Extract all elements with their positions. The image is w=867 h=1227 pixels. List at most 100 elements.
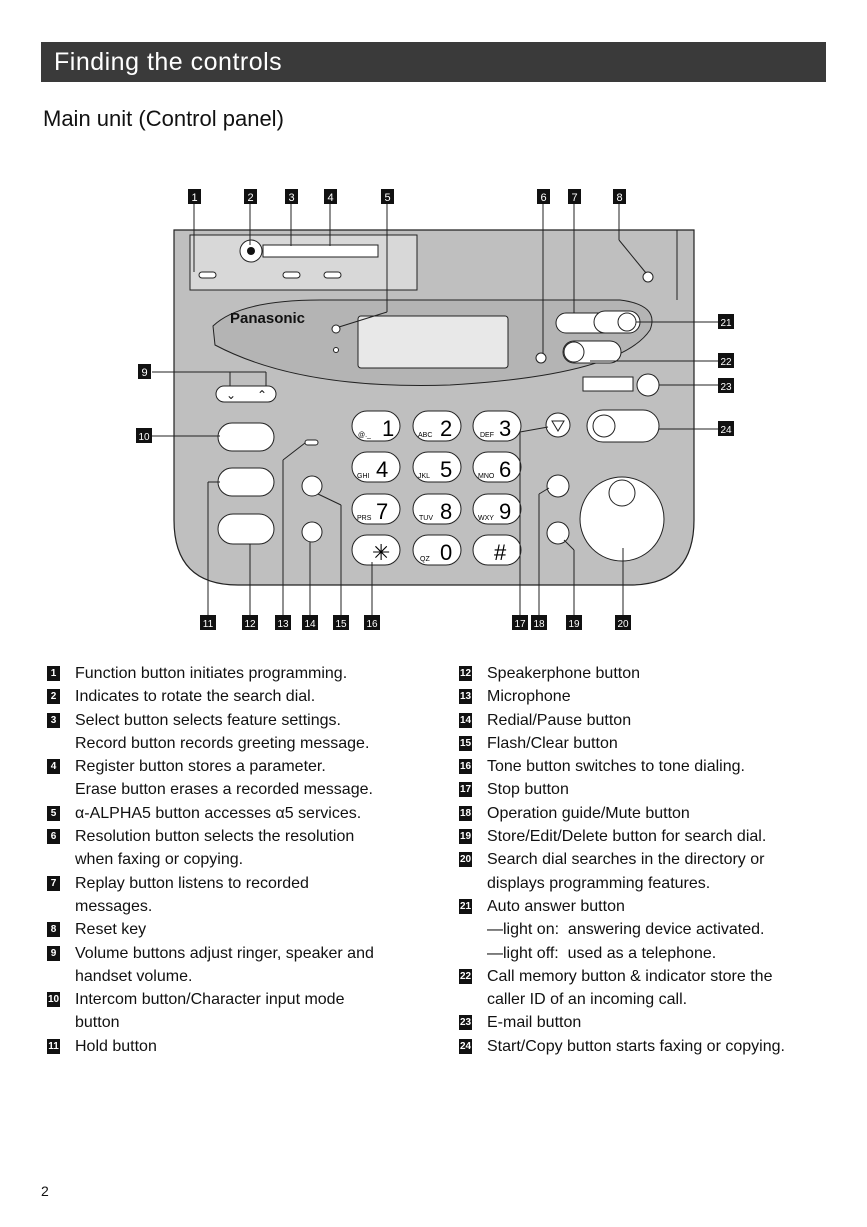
legend-line: Replay button listens to recorded bbox=[75, 874, 309, 892]
legend-item: 22 Call memory button & indicator store t… bbox=[459, 965, 839, 1012]
section-title: Main unit (Control panel) bbox=[43, 106, 284, 131]
register-button bbox=[323, 271, 342, 279]
function-button bbox=[198, 271, 217, 279]
header-bar: Finding the controls bbox=[41, 42, 826, 82]
legend-number: 22 bbox=[459, 968, 472, 984]
svg-text:4: 4 bbox=[376, 457, 388, 482]
callout-8: 8 bbox=[613, 189, 626, 204]
legend-line: Call memory button & indicator store the bbox=[487, 967, 773, 985]
select-button bbox=[282, 271, 301, 279]
legend-text: Search dial searches in the directory or… bbox=[487, 848, 839, 895]
legend-item: 11 Hold button bbox=[47, 1035, 417, 1058]
legend-number: 5 bbox=[47, 805, 60, 821]
callout-3: 3 bbox=[285, 189, 298, 204]
legend-line: when faxing or copying. bbox=[75, 851, 244, 869]
legend-number: 11 bbox=[47, 1038, 60, 1054]
legend-number: 10 bbox=[47, 992, 60, 1008]
callout-23: 23 bbox=[718, 378, 734, 393]
svg-text:14: 14 bbox=[304, 619, 316, 630]
legend-number: 9 bbox=[47, 945, 60, 961]
legend-line: Flash/Clear button bbox=[487, 734, 618, 752]
legend-line: Register button stores a parameter. bbox=[75, 758, 326, 776]
svg-text:2: 2 bbox=[440, 416, 452, 441]
legend-line: Stop button bbox=[487, 781, 569, 799]
callout-6: 6 bbox=[537, 189, 550, 204]
callout-7: 7 bbox=[568, 189, 581, 204]
legend-text: Tone button switches to tone dialing. bbox=[487, 755, 839, 778]
legend-line: Store/Edit/Delete button for search dial… bbox=[487, 828, 767, 846]
legend-line: Search dial searches in the directory or bbox=[487, 851, 765, 869]
legend-text: Volume buttons adjust ringer, speaker an… bbox=[75, 942, 417, 989]
legend-text: Start/Copy button starts faxing or copyi… bbox=[487, 1035, 839, 1058]
svg-text:18: 18 bbox=[533, 619, 545, 630]
legend-number: 13 bbox=[459, 689, 472, 705]
svg-text:11: 11 bbox=[203, 619, 214, 630]
legend-number: 20 bbox=[459, 852, 472, 868]
callout-20: 20 bbox=[615, 615, 631, 630]
legend-line: Indicates to rotate the search dial. bbox=[75, 688, 316, 706]
legend-line: caller ID of an incoming call. bbox=[487, 991, 688, 1009]
legend-number: 18 bbox=[459, 805, 472, 821]
legend-line: —light on: answering device activated. bbox=[487, 921, 765, 939]
legend-line: Erase button erases a recorded message. bbox=[75, 781, 373, 799]
resolution-button bbox=[535, 352, 547, 364]
legend-item: 6 Resolution button selects the resolutio… bbox=[47, 825, 417, 872]
svg-text:5: 5 bbox=[440, 457, 452, 482]
svg-text:15: 15 bbox=[335, 619, 347, 630]
legend-item: 20 Search dial searches in the directory … bbox=[459, 848, 839, 895]
legend-line: Auto answer button bbox=[487, 897, 625, 915]
svg-text:✳: ✳ bbox=[372, 540, 390, 565]
legend-line: Function button initiates programming. bbox=[75, 665, 348, 682]
svg-text:8: 8 bbox=[616, 192, 622, 204]
legend-item: 24 Start/Copy button starts faxing or cop… bbox=[459, 1035, 839, 1058]
legend-number: 6 bbox=[47, 829, 60, 845]
legend-number: 24 bbox=[459, 1038, 472, 1054]
legend-line: —light off: used as a telephone. bbox=[487, 944, 717, 962]
legend-line: Resolution button selects the resolution bbox=[75, 828, 355, 846]
legend-line: Hold button bbox=[75, 1037, 157, 1055]
key-0: 0QZ bbox=[412, 534, 462, 566]
flash-clear-button bbox=[301, 475, 323, 497]
legend-line: Intercom button/Character input mode bbox=[75, 991, 345, 1009]
legend-item: 9 Volume buttons adjust ringer, speaker a… bbox=[47, 942, 417, 989]
legend-line: handset volume. bbox=[75, 967, 193, 985]
svg-text:1: 1 bbox=[191, 192, 197, 204]
hold-button bbox=[217, 467, 275, 497]
callout-5: 5 bbox=[381, 189, 394, 204]
svg-text:TUV: TUV bbox=[419, 515, 433, 522]
svg-text:2: 2 bbox=[247, 192, 253, 204]
callout-17: 17 bbox=[512, 615, 528, 630]
redial-pause-button bbox=[301, 521, 323, 543]
speakerphone-button bbox=[217, 513, 275, 545]
svg-text:3: 3 bbox=[499, 416, 511, 441]
legend-line: Record button records greeting message. bbox=[75, 734, 370, 752]
svg-text:DEF: DEF bbox=[480, 432, 494, 439]
svg-text:12: 12 bbox=[244, 619, 256, 630]
svg-text:GHI: GHI bbox=[357, 473, 370, 480]
legend-number: 14 bbox=[459, 712, 472, 728]
svg-text:1: 1 bbox=[382, 416, 394, 441]
svg-text:17: 17 bbox=[514, 619, 526, 630]
callout-16: 16 bbox=[364, 615, 380, 630]
legend-number: 21 bbox=[459, 898, 472, 914]
legend-item: 5 α-ALPHA5 button accesses α5 services. bbox=[47, 802, 417, 825]
stop-button bbox=[545, 412, 571, 438]
legend-text: Flash/Clear button bbox=[487, 732, 839, 755]
legend-number: 16 bbox=[459, 759, 472, 775]
svg-text:20: 20 bbox=[617, 619, 629, 630]
legend-line: α-ALPHA5 button accesses α5 services. bbox=[75, 804, 362, 822]
callout-1: 1 bbox=[188, 189, 201, 204]
intercom-button bbox=[217, 422, 275, 452]
microphone bbox=[304, 439, 319, 446]
brand-logo: Panasonic bbox=[230, 310, 305, 327]
legend-text: Speakerphone button bbox=[487, 662, 839, 685]
